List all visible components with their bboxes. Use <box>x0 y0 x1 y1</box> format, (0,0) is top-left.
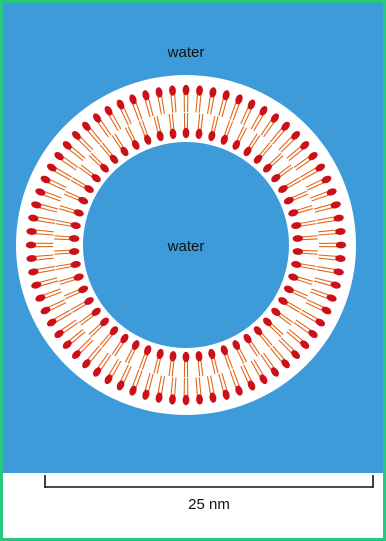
lipid-head <box>26 242 36 249</box>
liposome-diagram: water water 25 nm <box>3 3 383 538</box>
lipid-head <box>183 395 190 405</box>
lipid-head <box>183 128 190 138</box>
lipid-head <box>183 352 190 362</box>
scale-bar-label: 25 nm <box>188 496 230 513</box>
lipid-head <box>336 242 346 249</box>
outer-water-label: water <box>167 44 205 61</box>
lipid-head <box>183 85 190 95</box>
inner-water-label: water <box>167 238 205 255</box>
